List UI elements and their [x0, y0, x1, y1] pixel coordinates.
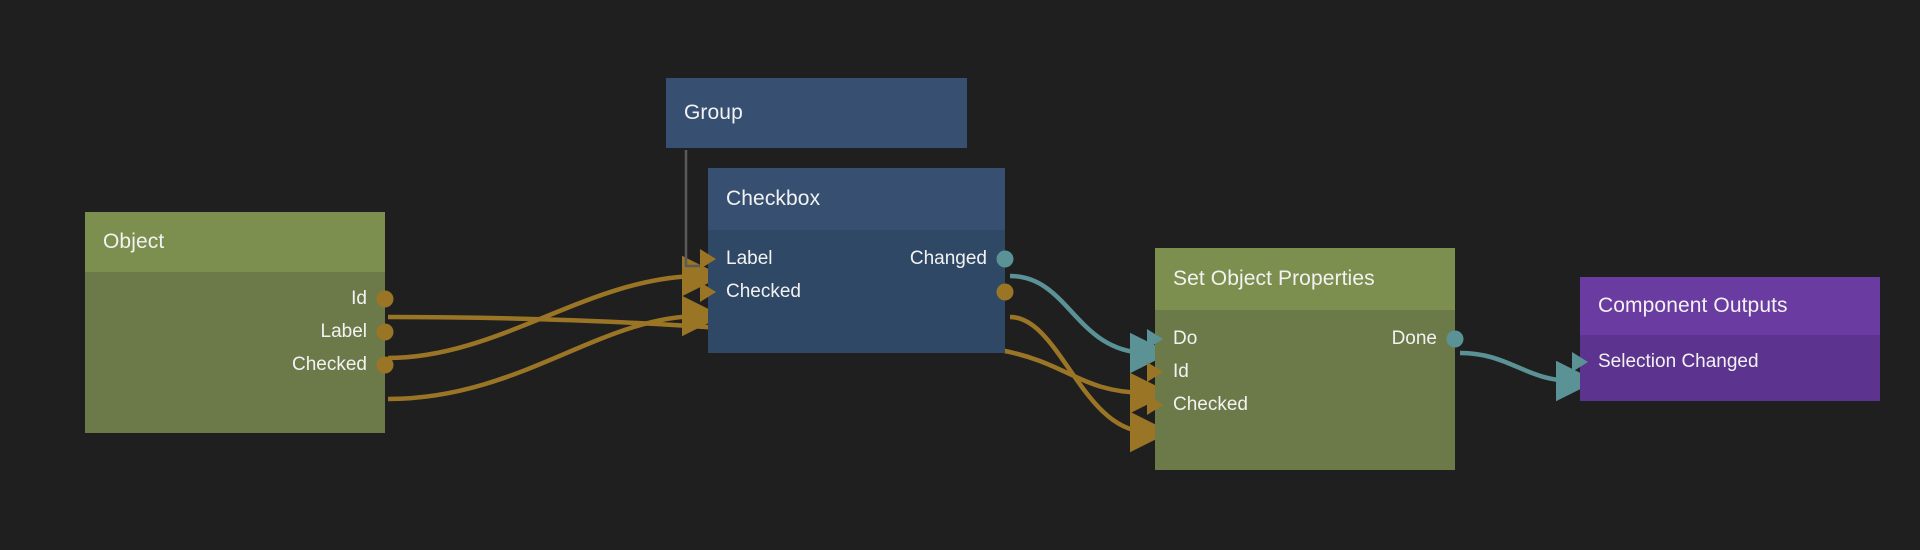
input-port-arrow-id[interactable] — [1147, 361, 1163, 382]
group-child-bracket — [684, 150, 700, 268]
node-object-body: Id Label Checked — [85, 272, 394, 433]
node-set-object-properties-body: Do Done Id Checked — [1147, 310, 1464, 470]
node-group-title: Group — [684, 101, 743, 124]
node-object-header[interactable]: Object — [85, 212, 385, 272]
port-row-object-label[interactable]: Label — [103, 315, 394, 348]
node-component-outputs-title: Component Outputs — [1598, 294, 1788, 317]
port-row-checkbox-label[interactable]: Label Changed — [700, 242, 1014, 275]
output-port-dot-checked[interactable] — [996, 283, 1014, 300]
output-port-dot-checked[interactable] — [376, 356, 394, 373]
node-component-outputs-body: Selection Changed — [1572, 335, 1880, 401]
port-label-changed: Changed — [909, 248, 987, 269]
input-port-arrow-label[interactable] — [700, 248, 716, 269]
node-component-outputs[interactable]: Component Outputs Selection Changed — [1572, 277, 1880, 401]
port-label-selection-changed: Selection Changed — [1598, 351, 1759, 372]
input-port-arrow-checked[interactable] — [1147, 394, 1163, 415]
port-row-sop-id[interactable]: Id — [1147, 355, 1437, 388]
port-label-do: Do — [1173, 328, 1198, 349]
port-row-object-id[interactable]: Id — [103, 282, 394, 315]
node-component-outputs-header[interactable]: Component Outputs — [1580, 277, 1880, 335]
port-label-checked: Checked — [726, 281, 801, 302]
node-group[interactable]: Group — [666, 78, 967, 148]
input-port-arrow-selection-changed[interactable] — [1572, 351, 1588, 372]
output-port-dot-id[interactable] — [376, 290, 394, 307]
port-label-checked: Checked — [1173, 394, 1248, 415]
node-checkbox-title: Checkbox — [726, 187, 821, 210]
output-port-dot-changed[interactable] — [996, 250, 1014, 267]
port-row-object-checked[interactable]: Checked — [103, 348, 394, 381]
input-port-arrow-checked[interactable] — [700, 281, 716, 302]
node-checkbox-header[interactable]: Checkbox — [708, 168, 1005, 230]
port-label-checked: Checked — [292, 354, 367, 375]
node-object-title: Object — [103, 230, 165, 253]
port-label-label: Label — [320, 321, 368, 342]
output-port-dot-label[interactable] — [376, 323, 394, 340]
output-port-dot-done[interactable] — [1446, 330, 1464, 347]
input-port-arrow-do[interactable] — [1147, 328, 1163, 349]
port-label-label: Label — [726, 248, 773, 269]
node-group-header[interactable]: Group — [666, 78, 967, 148]
port-label-id: Id — [1173, 361, 1189, 382]
node-checkbox[interactable]: Checkbox Label Changed Checked — [700, 168, 1014, 353]
node-set-object-properties-title: Set Object Properties — [1173, 267, 1375, 290]
node-object[interactable]: Object Id Label Checked — [85, 212, 394, 433]
node-checkbox-body: Label Changed Checked — [700, 230, 1014, 353]
port-row-sop-do[interactable]: Do Done — [1147, 322, 1464, 355]
node-set-object-properties[interactable]: Set Object Properties Do Done Id Checked — [1147, 248, 1464, 470]
port-row-sop-checked[interactable]: Checked — [1147, 388, 1437, 421]
node-set-object-properties-header[interactable]: Set Object Properties — [1155, 248, 1455, 310]
port-row-checkbox-checked[interactable]: Checked — [700, 275, 1014, 308]
port-label-id: Id — [351, 288, 367, 309]
port-label-done: Done — [1391, 328, 1437, 349]
port-row-selection-changed[interactable]: Selection Changed — [1572, 345, 1862, 378]
